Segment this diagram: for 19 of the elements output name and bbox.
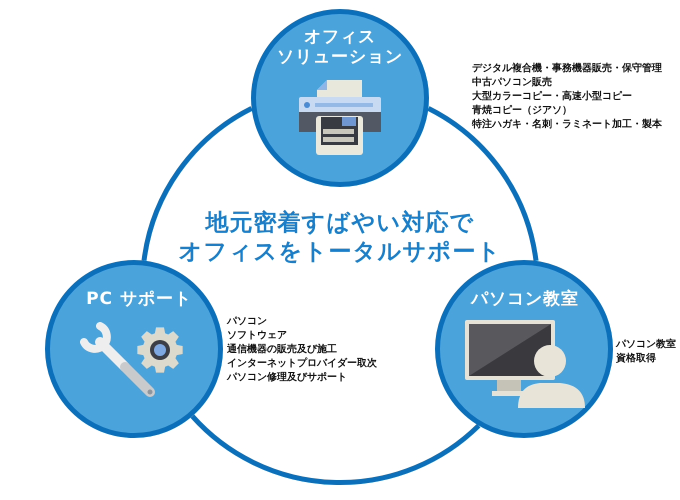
ring-arc xyxy=(142,106,253,262)
title: 地元密着すばやい対応でオフィスをトータルサポート xyxy=(177,209,502,267)
service-item: パソコン教室 xyxy=(616,338,676,352)
circle-heading: パソコン教室 xyxy=(471,289,579,309)
service-item: 大型カラーコピー・高速小型コピー xyxy=(472,90,632,104)
ring-arc xyxy=(190,414,480,485)
service-item: ソフトウェア xyxy=(227,329,287,343)
service-item: 中古パソコン販売 xyxy=(472,76,552,90)
service-item: 特注ハガキ・名刺・ラミネート加工・製本 xyxy=(472,118,662,132)
ring-arc xyxy=(427,106,538,262)
circle-heading: オフィスソリューション xyxy=(276,27,404,67)
service-item: パソコン xyxy=(227,315,267,329)
service-item: パソコン修理及びサポート xyxy=(227,371,347,385)
service-item: デジタル複合機・事務機器販売・保守管理 xyxy=(472,62,662,76)
service-item: 青焼コピー（ジアソ） xyxy=(472,104,572,118)
service-item: 通信機器の販売及び施工 xyxy=(227,343,337,357)
service-item: インターネットプロバイダー取次 xyxy=(227,357,377,371)
circle-heading: PC サポート xyxy=(86,289,192,309)
service-item: 資格取得 xyxy=(616,352,656,366)
